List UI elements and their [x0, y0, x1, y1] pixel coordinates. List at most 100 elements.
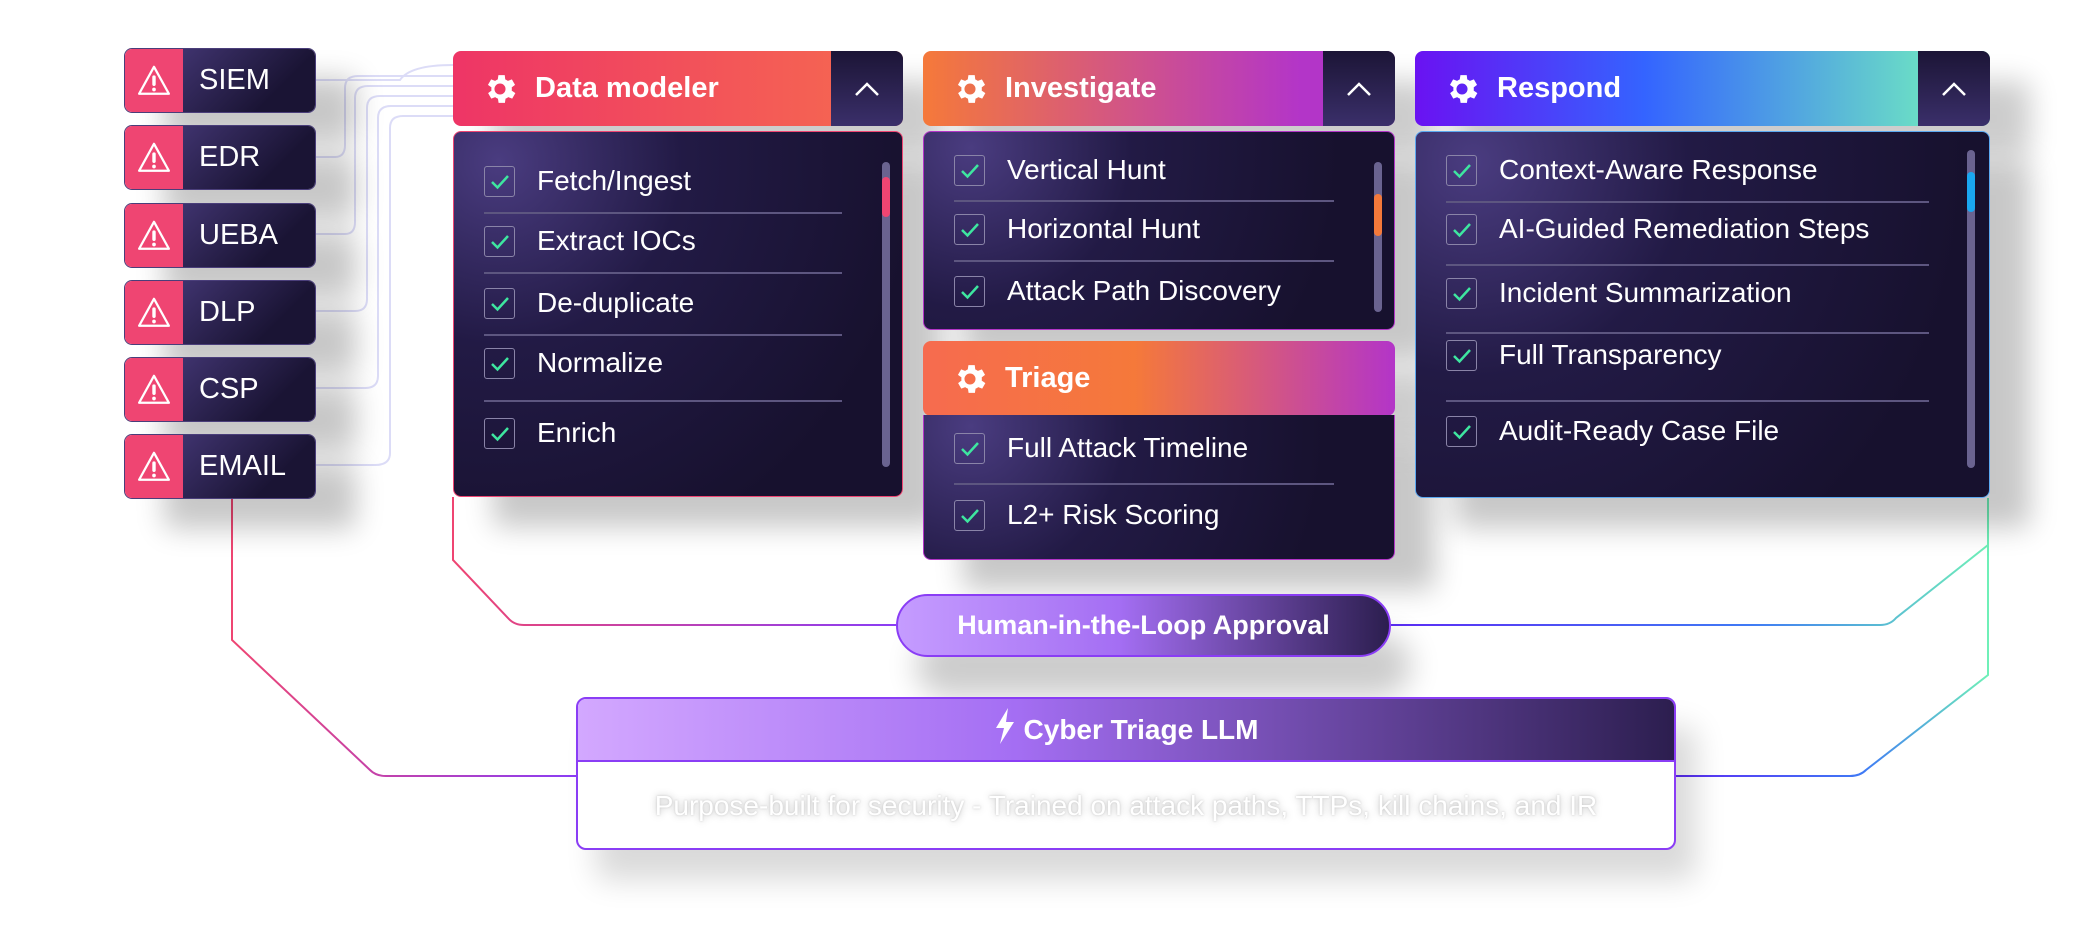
chevron-up-icon [1941, 72, 1967, 105]
item-label: L2+ Risk Scoring [1007, 499, 1220, 530]
scrollbar-thumb[interactable] [1374, 194, 1382, 236]
investigate-header[interactable]: Investigate [923, 51, 1395, 126]
checkbox-checked[interactable] [484, 417, 515, 449]
list-item: Extract IOCs [484, 225, 842, 257]
check-icon [1452, 415, 1472, 447]
scrollbar-thumb[interactable] [882, 177, 890, 217]
checkbox-checked[interactable] [1446, 415, 1477, 447]
lightning-icon [994, 708, 1016, 751]
collapse-button[interactable] [1918, 51, 1990, 126]
checkbox-checked[interactable] [484, 287, 515, 319]
llm-description: Purpose-built for security - Trained on … [654, 790, 1598, 821]
divider [484, 334, 842, 336]
cyber-triage-llm-card: Cyber Triage LLM Purpose-built for secur… [576, 697, 1676, 850]
warning-icon [125, 358, 183, 421]
checkbox-checked[interactable] [954, 432, 985, 464]
chevron-up-icon [1346, 72, 1372, 105]
source-csp[interactable]: CSP [124, 357, 316, 422]
source-label: CSP [183, 358, 315, 421]
gear-icon [1443, 70, 1481, 108]
list-item: L2+ Risk Scoring [954, 499, 1334, 531]
checkbox-checked[interactable] [1446, 339, 1477, 371]
check-icon [1452, 277, 1472, 309]
gear-icon [951, 70, 989, 108]
source-ueba[interactable]: UEBA [124, 203, 316, 268]
llm-title: Cyber Triage LLM [1023, 713, 1259, 745]
item-label: AI-Guided Remediation Steps [1499, 213, 1870, 244]
panel-title: Respond [1497, 72, 1622, 104]
source-label: EDR [183, 126, 315, 189]
check-icon [490, 347, 510, 379]
check-icon [960, 275, 980, 307]
check-icon [1452, 213, 1472, 245]
source-label: DLP [183, 281, 315, 344]
warning-icon [125, 49, 183, 112]
list-item: Horizontal Hunt [954, 213, 1334, 245]
checkbox-checked[interactable] [954, 213, 985, 245]
collapse-button[interactable] [1323, 51, 1395, 126]
list-item: Context-Aware Response [1446, 154, 1929, 186]
checkbox-checked[interactable] [1446, 154, 1477, 186]
warning-icon [125, 204, 183, 267]
warning-icon [125, 126, 183, 189]
warning-icon [125, 281, 183, 344]
data-modeler-header[interactable]: Data modeler [453, 51, 903, 126]
checkbox-checked[interactable] [954, 275, 985, 307]
check-icon [490, 225, 510, 257]
item-label: Context-Aware Response [1499, 154, 1818, 185]
checkbox-checked[interactable] [954, 154, 985, 186]
checkbox-checked[interactable] [484, 347, 515, 379]
item-label: Audit-Ready Case File [1499, 415, 1780, 446]
checkbox-checked[interactable] [484, 225, 515, 257]
item-label: Full Attack Timeline [1007, 432, 1249, 463]
checkbox-checked[interactable] [1446, 213, 1477, 245]
source-label: UEBA [183, 204, 315, 267]
divider [954, 200, 1334, 202]
check-icon [960, 432, 980, 464]
source-dlp[interactable]: DLP [124, 280, 316, 345]
divider [954, 260, 1334, 262]
gear-icon [481, 70, 519, 108]
list-item: Attack Path Discovery [954, 275, 1334, 307]
divider [1446, 201, 1929, 203]
list-item: Audit-Ready Case File [1446, 415, 1929, 447]
item-label: Enrich [537, 417, 617, 448]
list-item: Full Transparency [1446, 339, 1929, 371]
check-icon [960, 499, 980, 531]
divider [484, 212, 842, 214]
chevron-up-icon [854, 72, 880, 105]
scrollbar[interactable] [1374, 162, 1382, 312]
human-in-the-loop-approval[interactable]: Human-in-the-Loop Approval [896, 594, 1391, 657]
checkbox-checked[interactable] [484, 165, 515, 197]
list-item: Fetch/Ingest [484, 165, 842, 197]
list-item: Full Attack Timeline [954, 432, 1334, 464]
panel-title: Triage [1005, 362, 1091, 394]
divider [484, 400, 842, 402]
source-siem[interactable]: SIEM [124, 48, 316, 113]
check-icon [1452, 339, 1472, 371]
scrollbar[interactable] [882, 162, 890, 467]
list-item: Incident Summarization [1446, 277, 1929, 309]
item-label: Vertical Hunt [1007, 154, 1166, 185]
source-edr[interactable]: EDR [124, 125, 316, 190]
checkbox-checked[interactable] [1446, 277, 1477, 309]
respond-header[interactable]: Respond [1415, 51, 1990, 126]
triage-header[interactable]: Triage [923, 341, 1395, 416]
divider [1446, 264, 1929, 266]
divider [484, 272, 842, 274]
approval-label: Human-in-the-Loop Approval [957, 610, 1330, 640]
divider [1446, 332, 1929, 334]
scrollbar[interactable] [1967, 150, 1975, 468]
checkbox-checked[interactable] [954, 499, 985, 531]
check-icon [960, 213, 980, 245]
scrollbar-thumb[interactable] [1967, 172, 1975, 212]
item-label: Full Transparency [1499, 339, 1722, 370]
list-item: Normalize [484, 347, 842, 379]
collapse-button[interactable] [831, 51, 903, 126]
check-icon [490, 417, 510, 449]
source-email[interactable]: EMAIL [124, 434, 316, 499]
item-label: Attack Path Discovery [1007, 275, 1281, 306]
